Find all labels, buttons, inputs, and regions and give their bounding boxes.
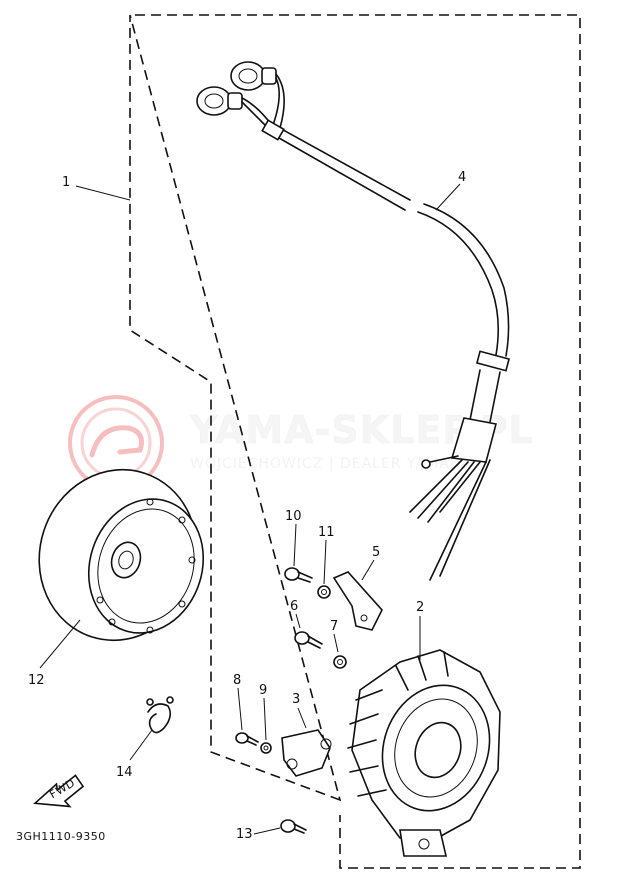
callout-8: 8 xyxy=(233,673,241,688)
pickup-coil xyxy=(281,729,332,777)
callout-4: 4 xyxy=(458,170,466,185)
callout-7: 7 xyxy=(330,619,338,634)
callout-9: 9 xyxy=(259,683,267,698)
fasteners xyxy=(235,567,347,834)
screw-10-icon xyxy=(284,567,313,583)
wire-harness xyxy=(196,61,511,581)
callout-6: 6 xyxy=(290,599,298,614)
washer-11-icon xyxy=(317,585,331,599)
screw-13-icon xyxy=(280,819,307,834)
callout-14: 14 xyxy=(116,765,133,780)
assembly-boundary xyxy=(129,14,581,869)
stator-assembly xyxy=(347,649,501,857)
fwd-arrow-icon: FWD xyxy=(33,774,85,808)
callout-12: 12 xyxy=(28,673,45,688)
callout-10: 10 xyxy=(285,509,302,524)
watermark-subtitle: WOJCIECHOWICZ | DEALER YAMAHA xyxy=(190,456,472,472)
drawing-code: 3GH1110-9350 xyxy=(16,830,106,843)
callout-13: 13 xyxy=(236,827,253,842)
lead-holder xyxy=(332,571,383,631)
leader-lines xyxy=(39,183,461,835)
callout-11: 11 xyxy=(318,525,335,540)
screw-6-icon xyxy=(294,631,323,649)
flywheel-rotor xyxy=(38,468,205,642)
callout-1: 1 xyxy=(62,175,70,190)
callout-3: 3 xyxy=(292,692,300,707)
callout-2: 2 xyxy=(416,600,424,615)
wire-clamp xyxy=(146,696,174,734)
screw-8-icon xyxy=(235,732,259,746)
washer-7-icon xyxy=(333,655,347,669)
washer-9-icon xyxy=(260,742,272,754)
callout-5: 5 xyxy=(372,545,380,560)
